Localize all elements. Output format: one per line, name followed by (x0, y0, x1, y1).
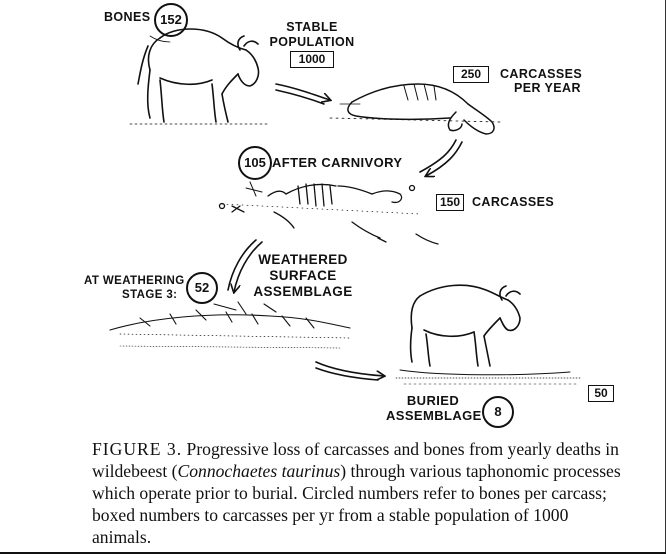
buried-wildebeest-illustration (395, 284, 581, 385)
arrow-weathering (227, 239, 263, 292)
arrow-carnivory (419, 139, 463, 176)
per-year-label: PER YEAR (514, 81, 581, 95)
carcasses-per-year-box: 250 (453, 66, 489, 83)
bottom-rule (0, 552, 666, 554)
buried-label: BURIED (406, 393, 460, 408)
buried-carcasses-box: 50 (588, 385, 614, 402)
taphonomy-diagram: BONES 152 STABLE POPULATION 1000 250 CAR… (84, 3, 614, 428)
figure-label: FIGURE 3. (92, 439, 183, 459)
process-arrows (227, 83, 463, 380)
weathered-label: WEATHERED (258, 252, 348, 267)
weathered-bones-illustration (109, 301, 351, 349)
live-wildebeest-illustration (129, 28, 271, 125)
after-carnivory-label: AFTER CARNIVORY (272, 155, 403, 170)
caption-text-before: Progressive loss of carcasses and bones … (92, 439, 619, 481)
after-carnivory-circle: 105 (238, 146, 272, 180)
caption-text-after: ) through various taphonomic processes w… (92, 461, 621, 547)
stage-3-label: STAGE 3: (122, 289, 178, 301)
bones-label: BONES (104, 10, 151, 24)
buried-circle: 8 (482, 396, 514, 428)
assemblage-label: ASSEMBLAGE (253, 284, 353, 299)
skeleton-illustration (218, 181, 439, 245)
illustrations (109, 28, 581, 385)
population-label: POPULATION (269, 35, 355, 49)
stable-population-box: 1000 (290, 51, 334, 68)
stable-label: STABLE (286, 20, 338, 34)
carcasses-label: CARCASSES (500, 67, 583, 81)
after-carnivory-carcasses-label: CARCASSES (472, 195, 555, 209)
buried-assemblage-label: ASSEMBLAGE (386, 408, 482, 423)
species-name: Connochaetes taurinus (177, 461, 341, 481)
arrow-burial (315, 361, 384, 380)
surface-label: SURFACE (269, 268, 337, 283)
arrow-death (275, 83, 330, 105)
after-carnivory-box: 150 (436, 194, 464, 211)
at-weathering-label: AT WEATHERING (84, 275, 185, 287)
bones-per-carcass-circle: 152 (154, 3, 188, 37)
carcass-illustration (329, 83, 501, 135)
figure-caption: FIGURE 3. Progressive loss of carcasses … (92, 438, 622, 548)
weathering-circle: 52 (186, 272, 218, 304)
